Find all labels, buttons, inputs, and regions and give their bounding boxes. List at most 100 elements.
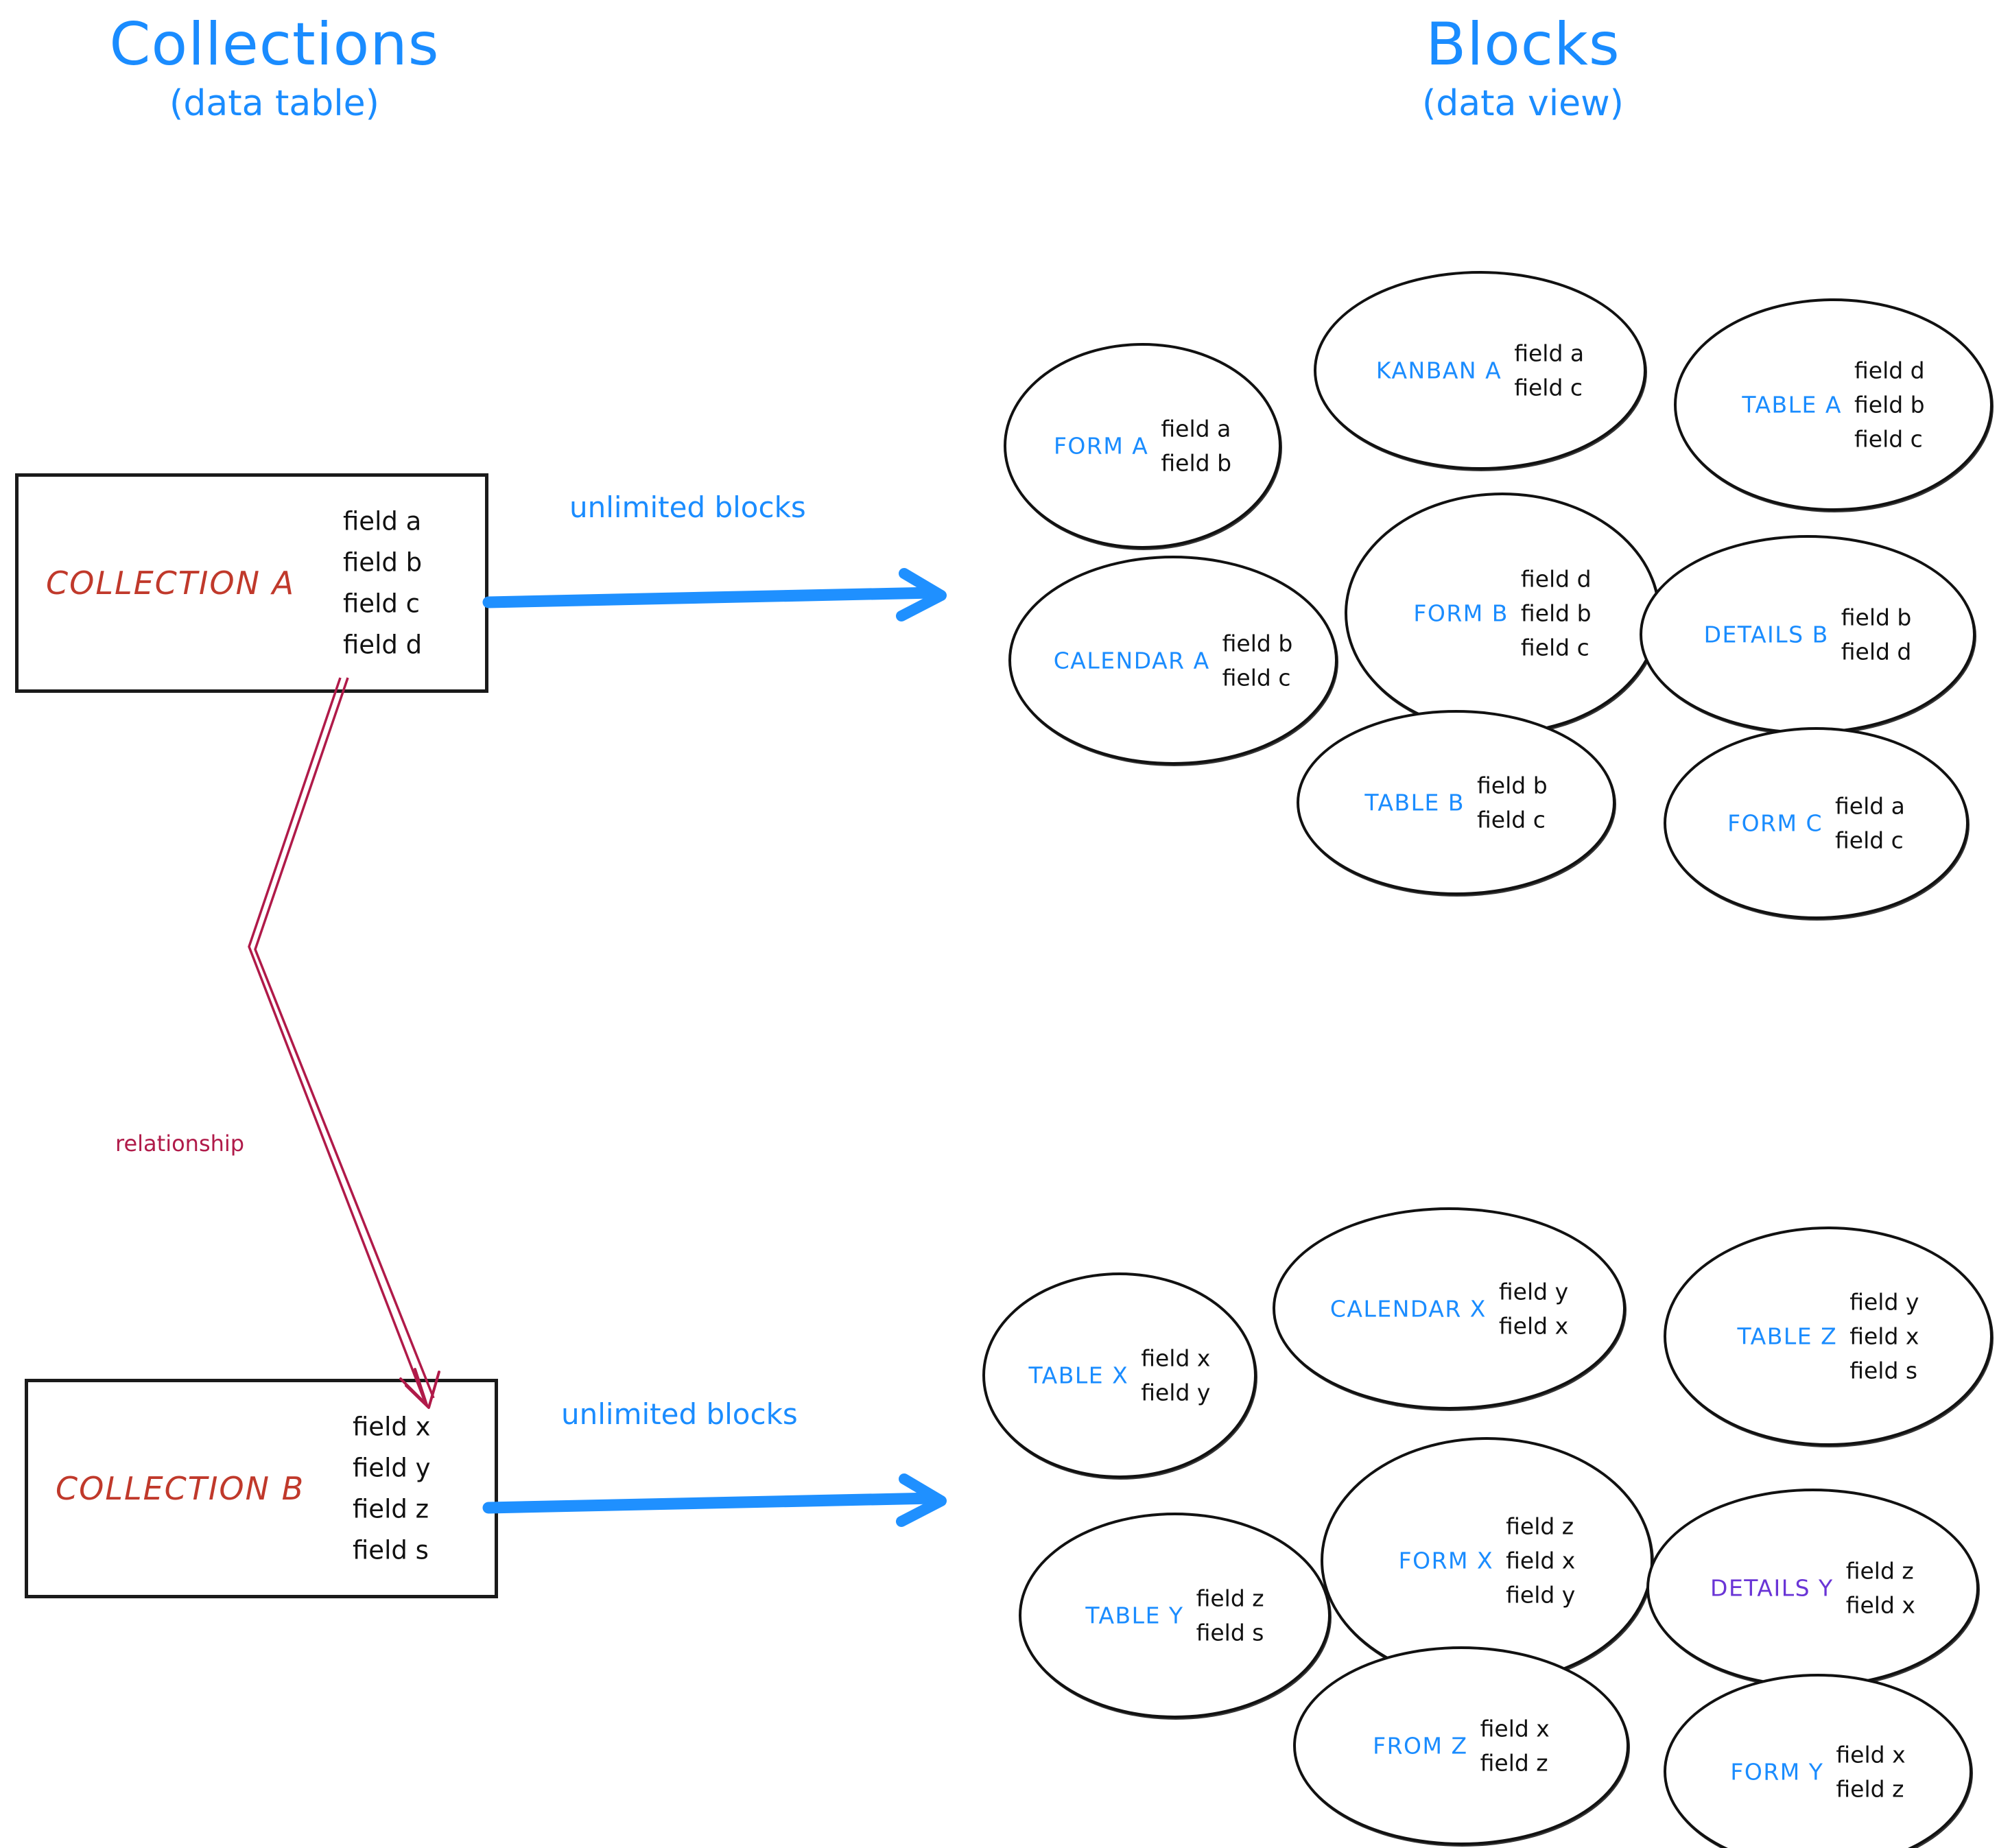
block-form-y-field-1: field z — [1836, 1775, 1904, 1802]
collections-subtitle: (data table) — [169, 83, 379, 125]
block-table-z-field-1: field x — [1849, 1323, 1919, 1350]
block-form-a-name: FORM A — [1053, 432, 1149, 460]
block-details-b-field-0: field b — [1841, 604, 1912, 631]
block-form-c-fields: field a field c — [1835, 785, 1905, 862]
unlimited-blocks-arrow-bottom — [482, 1473, 947, 1527]
block-form-b[interactable]: FORM B field d field b field c — [1345, 493, 1660, 734]
collection-b-fields: field x field y field z field s — [353, 1401, 480, 1577]
block-calendar-a-name: CALENDAR A — [1053, 647, 1210, 674]
block-from-z-field-1: field z — [1480, 1749, 1548, 1777]
block-kanban-a-field-1: field c — [1514, 374, 1583, 401]
collection-a-box[interactable]: COLLECTION A field a field b field c fie… — [15, 473, 488, 693]
collection-a-field-2: field c — [343, 589, 420, 619]
block-from-z-field-0: field x — [1480, 1715, 1550, 1742]
block-details-b-field-1: field d — [1841, 638, 1912, 665]
block-form-c-name: FORM C — [1727, 809, 1823, 837]
block-table-x-field-1: field y — [1141, 1379, 1211, 1406]
block-table-z-field-0: field y — [1849, 1288, 1919, 1316]
block-calendar-x-field-1: field x — [1498, 1312, 1569, 1339]
block-table-b-name: TABLE B — [1364, 789, 1465, 816]
block-kanban-a-field-0: field a — [1514, 340, 1585, 367]
block-form-y-fields: field x field z — [1836, 1733, 1905, 1810]
collection-a-fields: field a field b field c field d — [343, 495, 470, 672]
block-form-x-field-0: field z — [1506, 1513, 1574, 1540]
block-table-x-field-0: field x — [1141, 1344, 1211, 1372]
block-table-b[interactable]: TABLE B field b field c — [1297, 710, 1616, 895]
block-table-b-fields: field b field c — [1477, 765, 1548, 841]
block-details-y-name: DETAILS Y — [1710, 1574, 1834, 1602]
collection-a-name: COLLECTION A — [46, 565, 296, 602]
block-table-a-field-2: field c — [1854, 425, 1923, 453]
block-table-z-name: TABLE Z — [1737, 1323, 1838, 1350]
block-from-z[interactable]: FROM Z field x field z — [1293, 1646, 1629, 1845]
block-form-b-fields: field d field b field c — [1521, 558, 1592, 669]
block-form-b-field-0: field d — [1520, 565, 1592, 593]
block-details-b[interactable]: DETAILS B field b field d — [1640, 535, 1976, 734]
block-calendar-a[interactable]: CALENDAR A field b field c — [1008, 556, 1338, 765]
relationship-label: relationship — [115, 1130, 245, 1157]
block-form-c[interactable]: FORM C field a field c — [1664, 727, 1969, 919]
collection-a-field-3: field d — [343, 630, 423, 660]
block-calendar-x[interactable]: CALENDAR X field y field x — [1273, 1207, 1626, 1410]
block-table-y-field-0: field z — [1196, 1585, 1264, 1612]
collection-a-field-1: field b — [343, 547, 423, 578]
block-calendar-x-field-0: field y — [1498, 1278, 1569, 1305]
block-calendar-a-field-1: field c — [1222, 664, 1291, 691]
block-table-z-field-2: field s — [1849, 1357, 1918, 1384]
block-table-y[interactable]: TABLE Y field z field s — [1019, 1513, 1331, 1718]
block-form-a[interactable]: FORM A field a field b — [1004, 343, 1281, 549]
block-details-b-name: DETAILS B — [1703, 621, 1829, 648]
block-details-y-field-0: field z — [1845, 1557, 1914, 1585]
block-table-z[interactable]: TABLE Z field y field x field s — [1664, 1227, 1993, 1446]
block-table-y-field-1: field s — [1196, 1619, 1264, 1646]
collection-b-field-2: field z — [353, 1494, 429, 1524]
collection-b-box[interactable]: COLLECTION B field x field y field z fie… — [25, 1379, 498, 1598]
blocks-subtitle: (data view) — [1422, 83, 1624, 125]
block-kanban-a[interactable]: KANBAN A field a field c — [1314, 271, 1646, 470]
unlimited-blocks-label-top: unlimited blocks — [569, 490, 806, 524]
block-form-y[interactable]: FORM Y field x field z — [1664, 1674, 1972, 1848]
collections-title: Collections — [109, 10, 440, 79]
block-details-b-fields: field b field d — [1841, 597, 1912, 673]
collection-b-name: COLLECTION B — [56, 1470, 305, 1507]
block-table-a-field-0: field d — [1854, 357, 1925, 384]
block-table-x-name: TABLE X — [1028, 1362, 1129, 1389]
unlimited-blocks-arrow-top — [482, 568, 947, 621]
block-details-y[interactable]: DETAILS Y field z field x — [1646, 1489, 1979, 1687]
block-form-c-field-1: field c — [1834, 827, 1904, 854]
collection-b-field-1: field y — [353, 1453, 431, 1483]
block-table-x[interactable]: TABLE X field x field y — [982, 1272, 1257, 1478]
block-form-b-name: FORM B — [1413, 600, 1509, 627]
block-from-z-name: FROM Z — [1373, 1732, 1468, 1760]
block-form-x-fields: field z field x field y — [1506, 1506, 1575, 1616]
block-form-b-field-2: field c — [1520, 634, 1589, 661]
block-kanban-a-fields: field a field c — [1514, 333, 1584, 409]
block-calendar-a-fields: field b field c — [1222, 622, 1293, 698]
block-table-a-name: TABLE A — [1742, 391, 1842, 418]
block-calendar-x-fields: field y field x — [1499, 1270, 1568, 1347]
block-table-x-fields: field x field y — [1141, 1338, 1210, 1414]
block-form-x-field-2: field y — [1506, 1581, 1576, 1609]
block-form-x-name: FORM X — [1398, 1547, 1494, 1574]
block-table-a[interactable]: TABLE A field d field b field c — [1674, 298, 1993, 511]
block-calendar-x-name: CALENDAR X — [1329, 1295, 1487, 1322]
block-form-a-field-0: field a — [1161, 415, 1231, 442]
block-form-a-field-1: field b — [1161, 449, 1232, 477]
block-table-a-fields: field d field b field c — [1854, 350, 1925, 460]
block-table-a-field-1: field b — [1854, 391, 1925, 418]
block-from-z-fields: field x field z — [1480, 1708, 1550, 1784]
collections-heading: Collections (data table) — [41, 14, 508, 123]
block-form-c-field-0: field a — [1834, 792, 1905, 820]
block-details-y-fields: field z field x — [1846, 1550, 1915, 1626]
blocks-heading: Blocks (data view) — [1290, 14, 1756, 123]
block-kanban-a-name: KANBAN A — [1375, 357, 1502, 384]
blocks-title: Blocks — [1426, 10, 1620, 79]
block-table-b-field-0: field b — [1477, 772, 1548, 799]
collection-a-field-0: field a — [343, 506, 422, 536]
block-form-b-field-1: field b — [1520, 600, 1592, 627]
block-form-y-field-0: field x — [1836, 1741, 1906, 1768]
block-form-a-fields: field a field b — [1161, 408, 1231, 484]
block-form-x-field-1: field x — [1506, 1547, 1576, 1574]
block-table-b-field-1: field c — [1477, 806, 1546, 833]
